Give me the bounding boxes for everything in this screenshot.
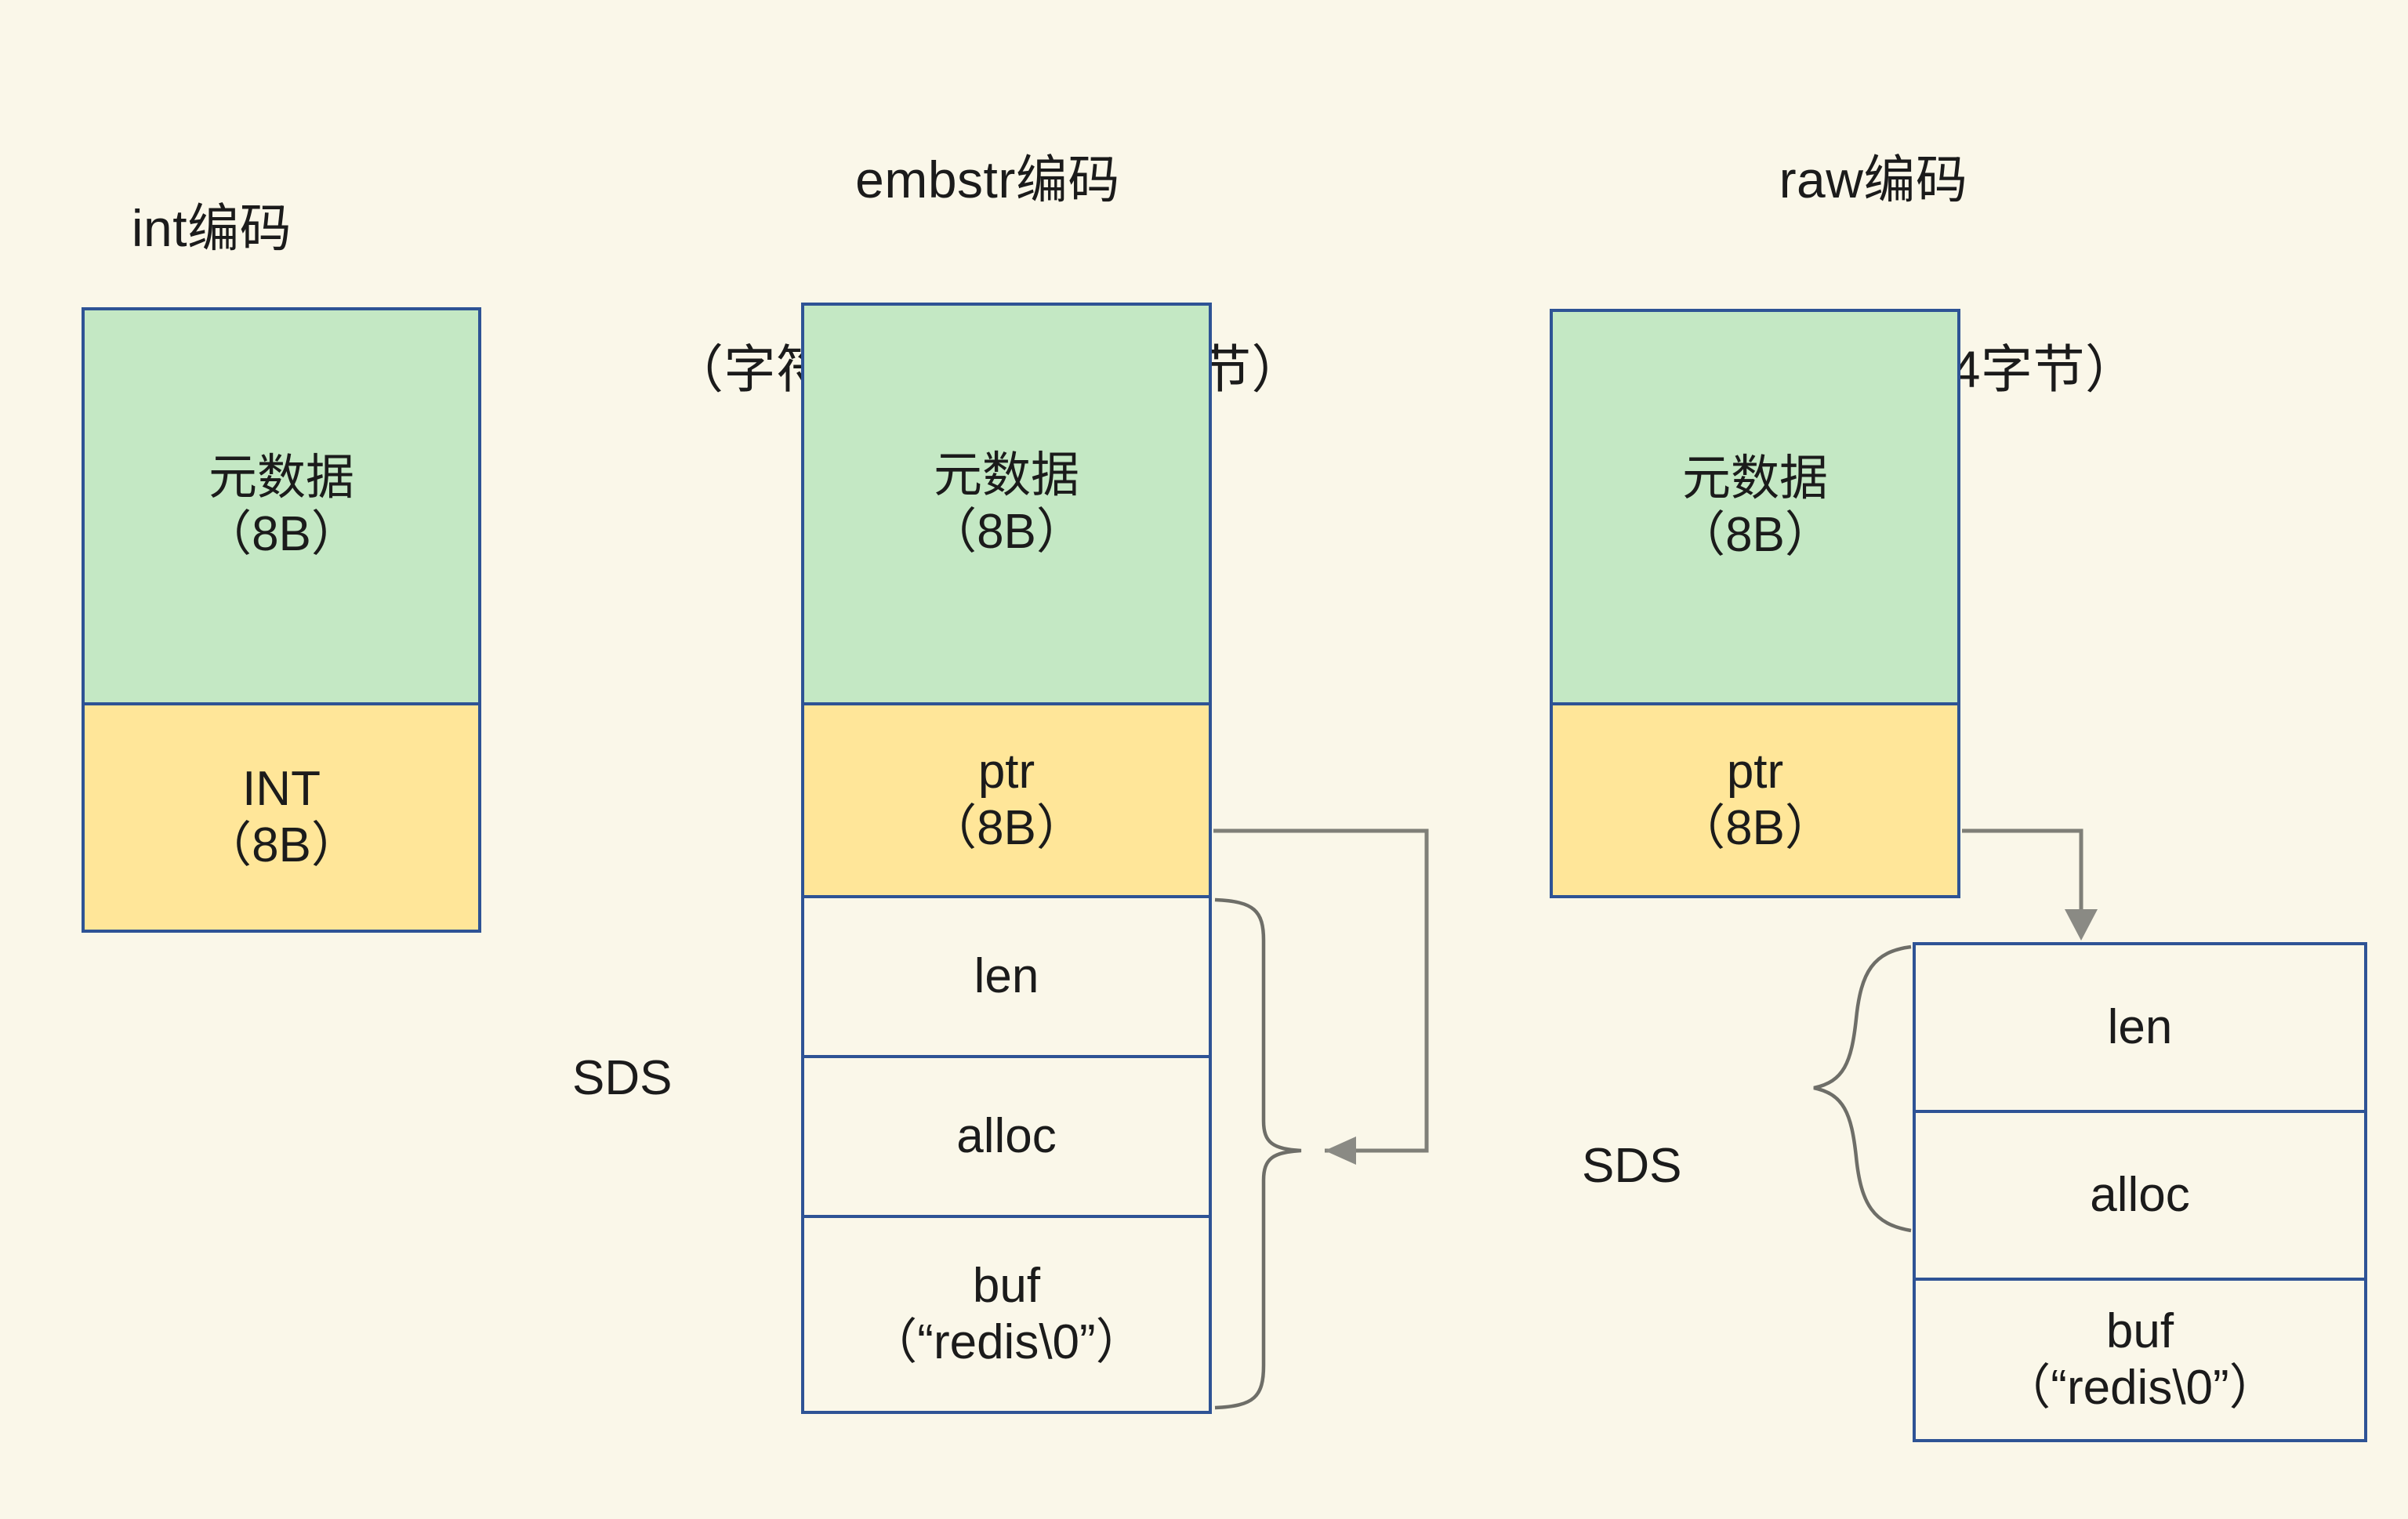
raw-metadata-label: 元数据 [1681, 451, 1828, 506]
raw-sds-len-cell: len [1913, 942, 2367, 1113]
embstr-alloc-label: alloc [956, 1109, 1057, 1164]
raw-ptr-arrowhead [2065, 909, 2098, 941]
embstr-sds-brace [1214, 897, 1302, 1410]
int-value-label: INT [242, 762, 321, 817]
raw-metadata-cell: 元数据 （8B） [1550, 309, 1960, 705]
embstr-ptr-size: （8B） [928, 801, 1085, 855]
raw-ptr-size: （8B） [1677, 801, 1833, 855]
raw-sds-brace [1813, 944, 1912, 1233]
raw-sds-alloc-label: alloc [2090, 1168, 2190, 1223]
embstr-ptr-connector [1213, 828, 1429, 1153]
raw-sds-buf-cell: buf （“redis\0”） [1913, 1278, 2367, 1442]
raw-ptr-cell: ptr （8B） [1550, 702, 1960, 898]
raw-sds-label: SDS [1582, 1139, 1682, 1193]
title-embstr-line1: embstr编码 [855, 150, 1120, 209]
int-metadata-label: 元数据 [208, 451, 354, 506]
title-int-line1: int编码 [131, 199, 292, 258]
int-value-size: （8B） [203, 818, 360, 872]
embstr-buf-value: （“redis\0”） [869, 1315, 1144, 1369]
int-value-cell: INT （8B） [82, 702, 481, 933]
raw-sds-buf-value: （“redis\0”） [2002, 1361, 2278, 1415]
raw-metadata-size: （8B） [1677, 508, 1833, 562]
embstr-ptr-label: ptr [977, 745, 1035, 799]
int-metadata-size: （8B） [203, 507, 360, 561]
embstr-sds-label: SDS [572, 1051, 673, 1105]
raw-sds-len-label: len [2107, 1000, 2173, 1055]
embstr-ptr-cell: ptr （8B） [801, 702, 1212, 898]
title-int-encoding: int编码 [47, 71, 376, 386]
embstr-metadata-cell: 元数据 （8B） [801, 303, 1212, 705]
title-raw-line1: raw编码 [1779, 150, 1968, 209]
embstr-metadata-size: （8B） [928, 505, 1085, 559]
raw-ptr-label: ptr [1726, 745, 1784, 799]
embstr-len-label: len [974, 949, 1039, 1004]
embstr-alloc-cell: alloc [801, 1055, 1212, 1218]
embstr-buf-label: buf [972, 1259, 1041, 1314]
raw-sds-buf-label: buf [2105, 1304, 2174, 1359]
embstr-ptr-arrowhead [1325, 1137, 1356, 1165]
raw-sds-alloc-cell: alloc [1913, 1110, 2367, 1281]
embstr-len-cell: len [801, 895, 1212, 1058]
int-metadata-cell: 元数据 （8B） [82, 307, 481, 705]
embstr-metadata-label: 元数据 [933, 448, 1079, 503]
embstr-buf-cell: buf （“redis\0”） [801, 1215, 1212, 1414]
raw-ptr-connector [1962, 828, 2083, 915]
